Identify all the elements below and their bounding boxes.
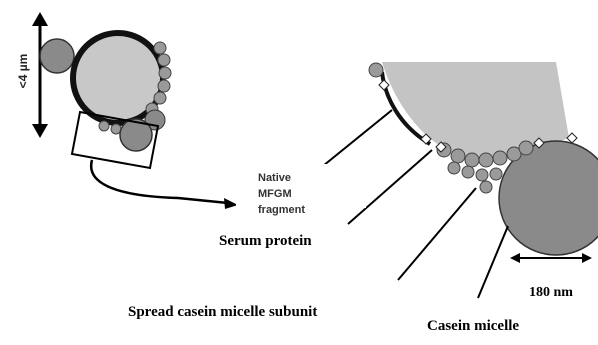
serum-protein-label: Serum protein <box>219 233 312 250</box>
leader-casein-micelle <box>478 226 508 298</box>
adhering-micelle <box>40 39 74 73</box>
fat-globule-overview <box>32 12 238 209</box>
casein-micelle-label: Casein micelle <box>427 318 519 335</box>
size-arrow-head-bottom <box>32 124 48 138</box>
scale-bar-right-arrow <box>582 253 592 263</box>
size-arrow-head-top <box>32 12 48 26</box>
native-mfgm-label-box: Native MFGM fragment <box>236 164 366 208</box>
size-label: <4 µm <box>16 51 30 91</box>
native-mfgm-label: Native MFGM fragment <box>258 170 324 218</box>
spread-casein-label: Spread casein micelle subunit <box>128 304 317 321</box>
scale-180-label: 180 nm <box>529 285 573 301</box>
scale-bar-left-arrow <box>510 253 520 263</box>
leader-spread-subunit <box>398 188 476 280</box>
zoom-arrow <box>91 160 228 203</box>
leader-native-mfgm <box>318 110 392 170</box>
